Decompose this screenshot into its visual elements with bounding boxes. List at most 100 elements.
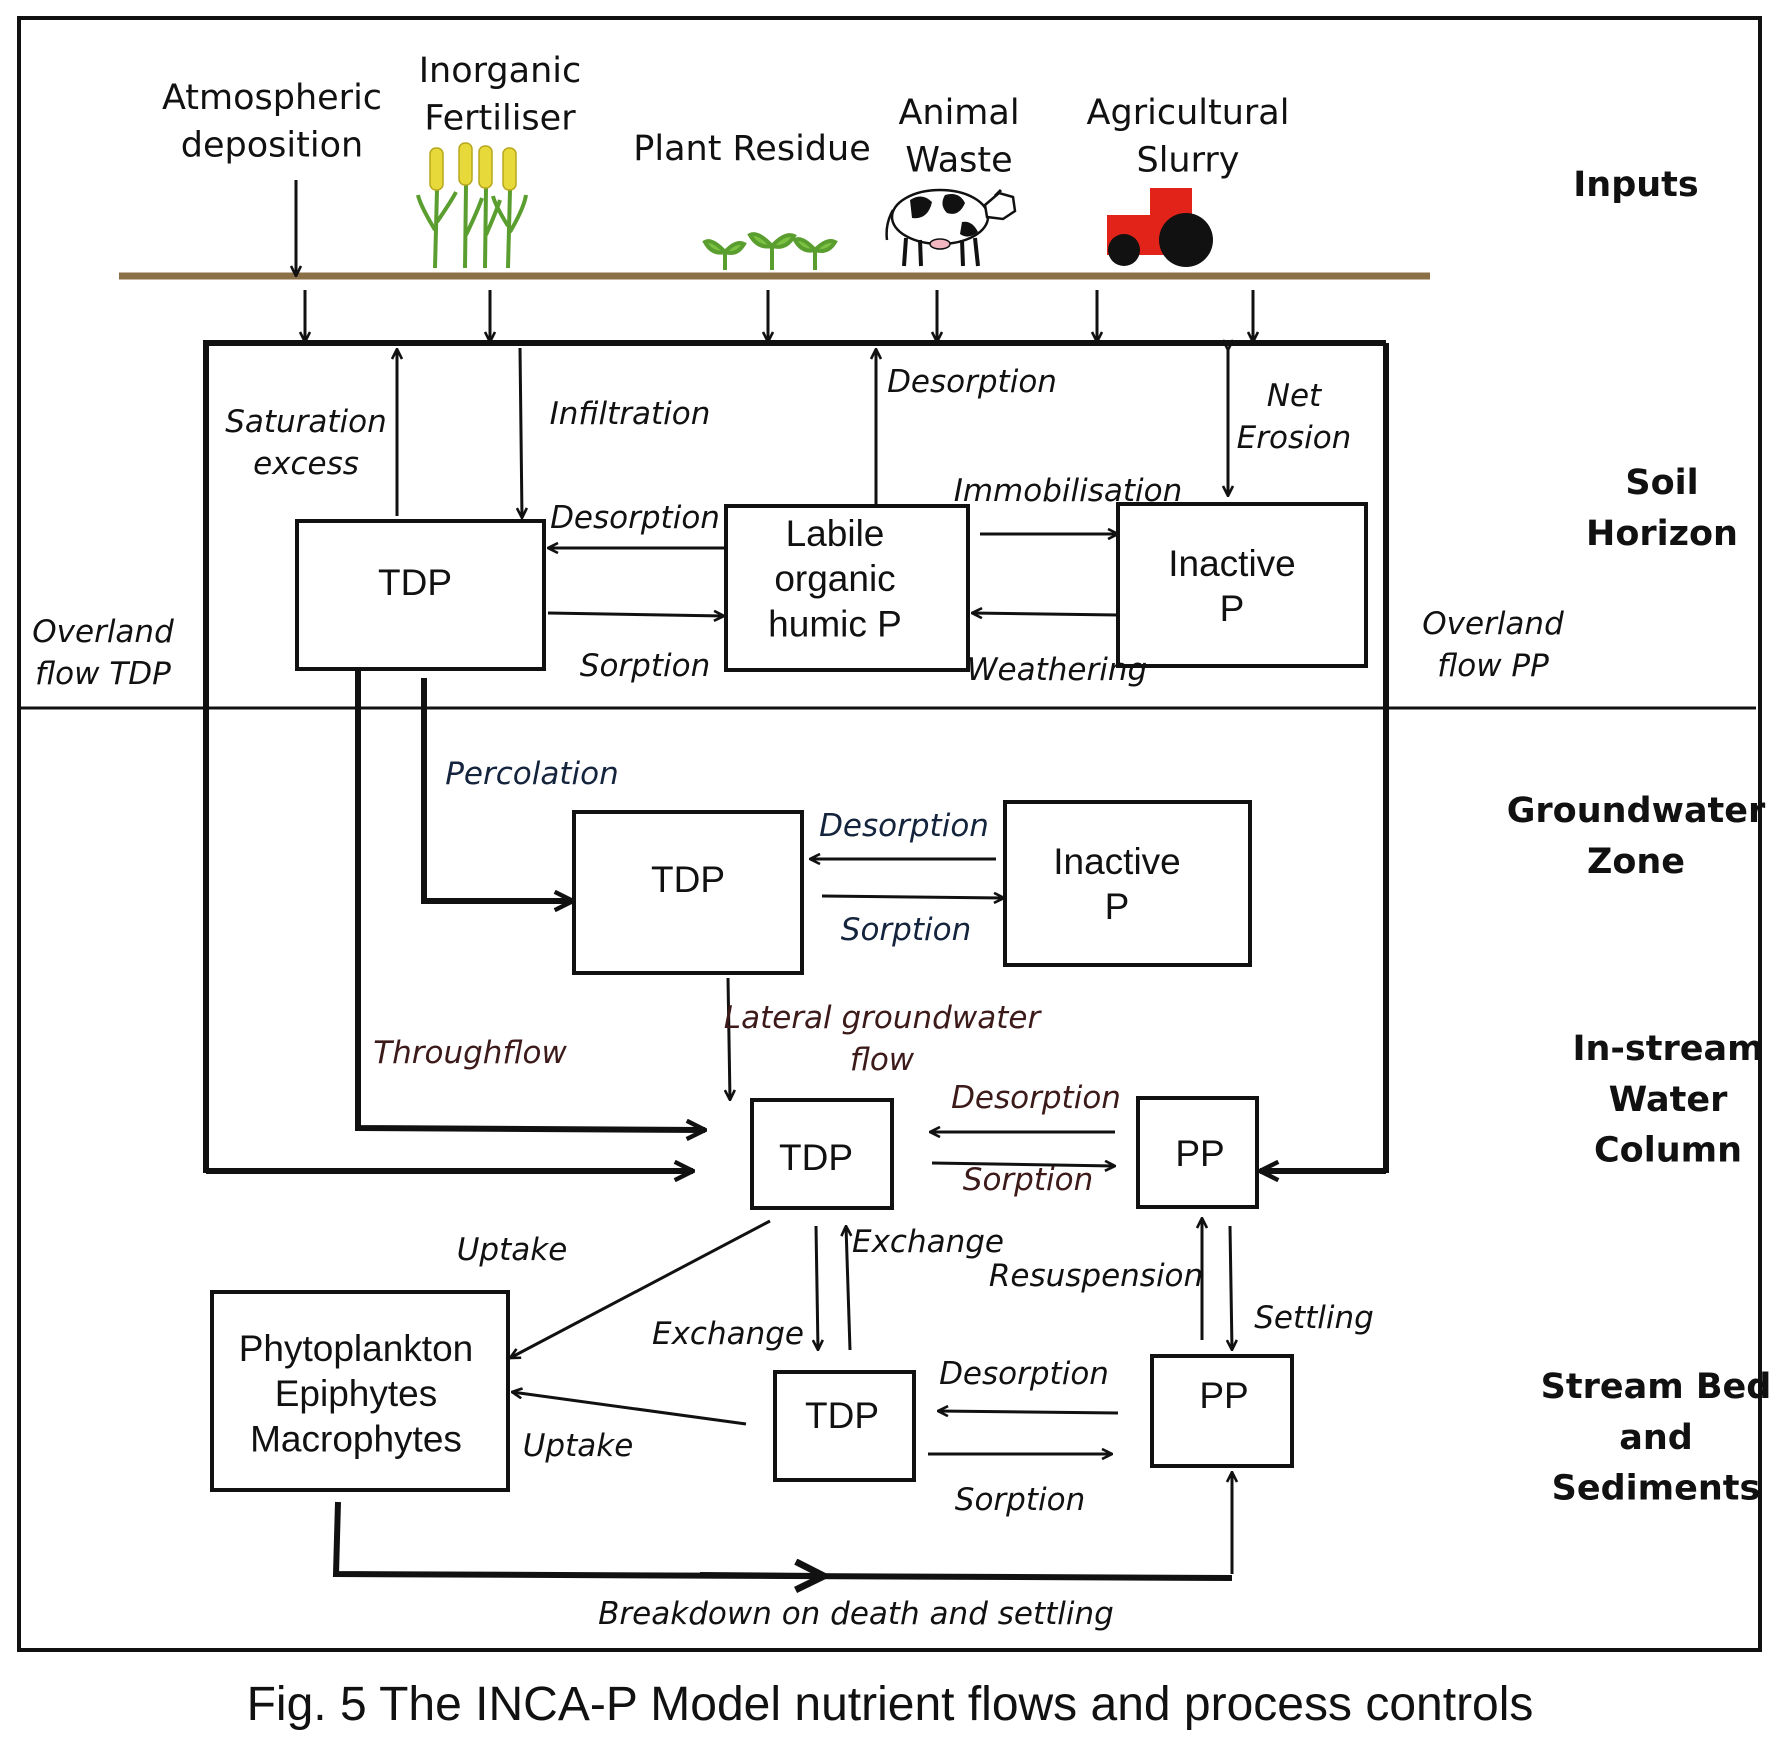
soil-inactive-label-line-2: P — [1220, 588, 1245, 629]
input-label-atmospheric-line-2: deposition — [181, 125, 363, 165]
flow-label-water-desorption-line-1: Desorption — [951, 1080, 1121, 1116]
flow-label-resuspension: Resuspension — [989, 1258, 1203, 1294]
input-label-animal-waste-line-2: Waste — [905, 140, 1012, 180]
gw-tdp-label-line-1: TDP — [651, 859, 725, 900]
water-sorption-arrow — [931, 1163, 1115, 1166]
water-pp-box — [1136, 1096, 1259, 1209]
outer-frame — [17, 16, 1762, 1652]
flow-label-gw-desorption-line-1: Desorption — [819, 808, 989, 844]
breakdown-midpoint-arrow — [699, 1575, 824, 1576]
zone-label-groundwater-line-1: Groundwater — [1507, 791, 1766, 831]
zone-label-soil-horizon-line-2: Horizon — [1586, 514, 1738, 554]
biota-box — [210, 1290, 510, 1492]
labile-organic-label-line-3: humic P — [768, 603, 902, 644]
flow-label-bed-desorption-line-1: Desorption — [939, 1356, 1109, 1392]
flow-label-gw-sorption: Sorption — [841, 912, 971, 948]
flow-label-percolation: Percolation — [445, 756, 619, 792]
exchange-up-arrow — [846, 1226, 850, 1351]
bed-tdp-label-line-1: TDP — [805, 1395, 879, 1436]
flow-label-desorption-top-line-1: Desorption — [887, 364, 1057, 400]
gw-inactive-box — [1003, 800, 1252, 967]
input-label-slurry-line-2: Slurry — [1136, 140, 1239, 180]
gw-inactive-label-line-1: Inactive — [1053, 841, 1181, 882]
zone-label-inputs-line-1: Inputs — [1573, 165, 1698, 205]
flow-label-net-erosion-line-1: Net — [1267, 378, 1323, 414]
tractor-icon — [1107, 188, 1213, 267]
labile-organic-label-line-2: organic — [774, 558, 895, 599]
flow-label-settling: Settling — [1254, 1300, 1374, 1336]
flow-label-gw-desorption: Desorption — [819, 808, 989, 844]
flow-label-desorption-top: Desorption — [887, 364, 1057, 400]
seedling-icon — [702, 232, 838, 270]
gw-inactive-label-line-2: P — [1105, 886, 1130, 927]
soil-sorption-arrow — [547, 613, 724, 616]
zone-label-streambed-line-1: Stream Bed — [1541, 1367, 1772, 1407]
soil-tdp-box — [295, 519, 546, 671]
flow-label-overland-pp-line-1: Overland — [1422, 606, 1564, 642]
flow-label-infiltration: Infiltration — [550, 396, 711, 432]
soil-tdp-label-line-1: TDP — [378, 562, 452, 603]
flow-label-lateral-line-1: Lateral groundwater — [724, 1000, 1043, 1036]
breakdown-path — [332, 1501, 1233, 1581]
water-pp-label-line-1: PP — [1175, 1133, 1224, 1174]
bed-pp-label-line-1: PP — [1199, 1375, 1248, 1416]
flow-label-soil-sorption: Sorption — [580, 648, 710, 684]
soil-inactive-box — [1116, 502, 1368, 668]
soil-inactive-label-line-1: Inactive — [1168, 543, 1296, 584]
flow-label-soil-desorption-line-1: Desorption — [550, 500, 720, 536]
zone-label-groundwater-line-2: Zone — [1587, 842, 1685, 882]
water-tdp-label-line-1: TDP — [779, 1137, 853, 1178]
flow-label-percolation-line-1: Percolation — [445, 756, 619, 792]
flow-label-soil-sorption-line-1: Sorption — [580, 648, 710, 684]
flow-label-exchange-up-line-1: Exchange — [852, 1224, 1004, 1260]
biota-label-line-1: Phytoplankton — [239, 1328, 474, 1369]
settling-arrow — [1230, 1225, 1232, 1350]
flow-label-immobilisation-line-1: Immobilisation — [954, 473, 1183, 509]
flow-label-bed-sorption: Sorption — [955, 1482, 1085, 1518]
zone-label-instream-line-2: Water — [1609, 1080, 1728, 1120]
flow-label-saturation-line-1: Saturation — [225, 404, 387, 440]
flow-label-gw-sorption-line-1: Sorption — [841, 912, 971, 948]
zone-label-instream-line-1: In-stream — [1572, 1029, 1763, 1069]
flow-label-exchange-up: Exchange — [852, 1224, 1004, 1260]
bed-desorption-arrow — [938, 1411, 1119, 1413]
flow-label-bed-desorption: Desorption — [939, 1356, 1109, 1392]
flow-label-saturation-line-2: excess — [253, 446, 359, 482]
flow-label-saturation: Saturation excess — [225, 404, 387, 482]
exchange-down-arrow — [816, 1225, 818, 1350]
bed-pp-label: PP — [1199, 1375, 1248, 1416]
zone-label-inputs: Inputs — [1573, 165, 1698, 205]
flow-label-immobilisation: Immobilisation — [954, 473, 1183, 509]
zone-label-instream-line-3: Column — [1594, 1131, 1742, 1171]
flow-label-weathering-line-1: Weathering — [967, 652, 1147, 688]
flow-label-soil-desorption: Desorption — [550, 500, 720, 536]
zone-label-streambed-line-2: and — [1619, 1418, 1693, 1458]
flow-label-throughflow: Throughflow — [373, 1035, 567, 1071]
flow-label-infiltration-line-1: Infiltration — [550, 396, 711, 432]
labile-organic-box — [724, 504, 970, 672]
zone-label-streambed-line-3: Sediments — [1552, 1469, 1761, 1509]
wheat-icon — [416, 142, 528, 269]
gw-sorption-arrow — [821, 896, 1004, 898]
flow-label-lateral-line-2: flow — [850, 1042, 915, 1078]
water-tdp-box — [750, 1098, 894, 1210]
flow-label-bed-sorption-line-1: Sorption — [955, 1482, 1085, 1518]
input-label-slurry-line-1: Agricultural — [1087, 93, 1290, 133]
uptake-top-arrow — [510, 1219, 771, 1358]
flow-label-weathering: Weathering — [967, 652, 1147, 688]
flow-label-resuspension-line-1: Resuspension — [989, 1258, 1203, 1294]
input-label-fertiliser-line-1: Inorganic — [419, 51, 582, 91]
flow-label-water-desorption: Desorption — [951, 1080, 1121, 1116]
biota-label-line-3: Macrophytes — [250, 1418, 462, 1459]
infiltration-arrow — [520, 347, 522, 518]
flow-label-uptake-bottom-line-1: Uptake — [523, 1428, 634, 1464]
flow-label-uptake-top: Uptake — [457, 1232, 568, 1268]
